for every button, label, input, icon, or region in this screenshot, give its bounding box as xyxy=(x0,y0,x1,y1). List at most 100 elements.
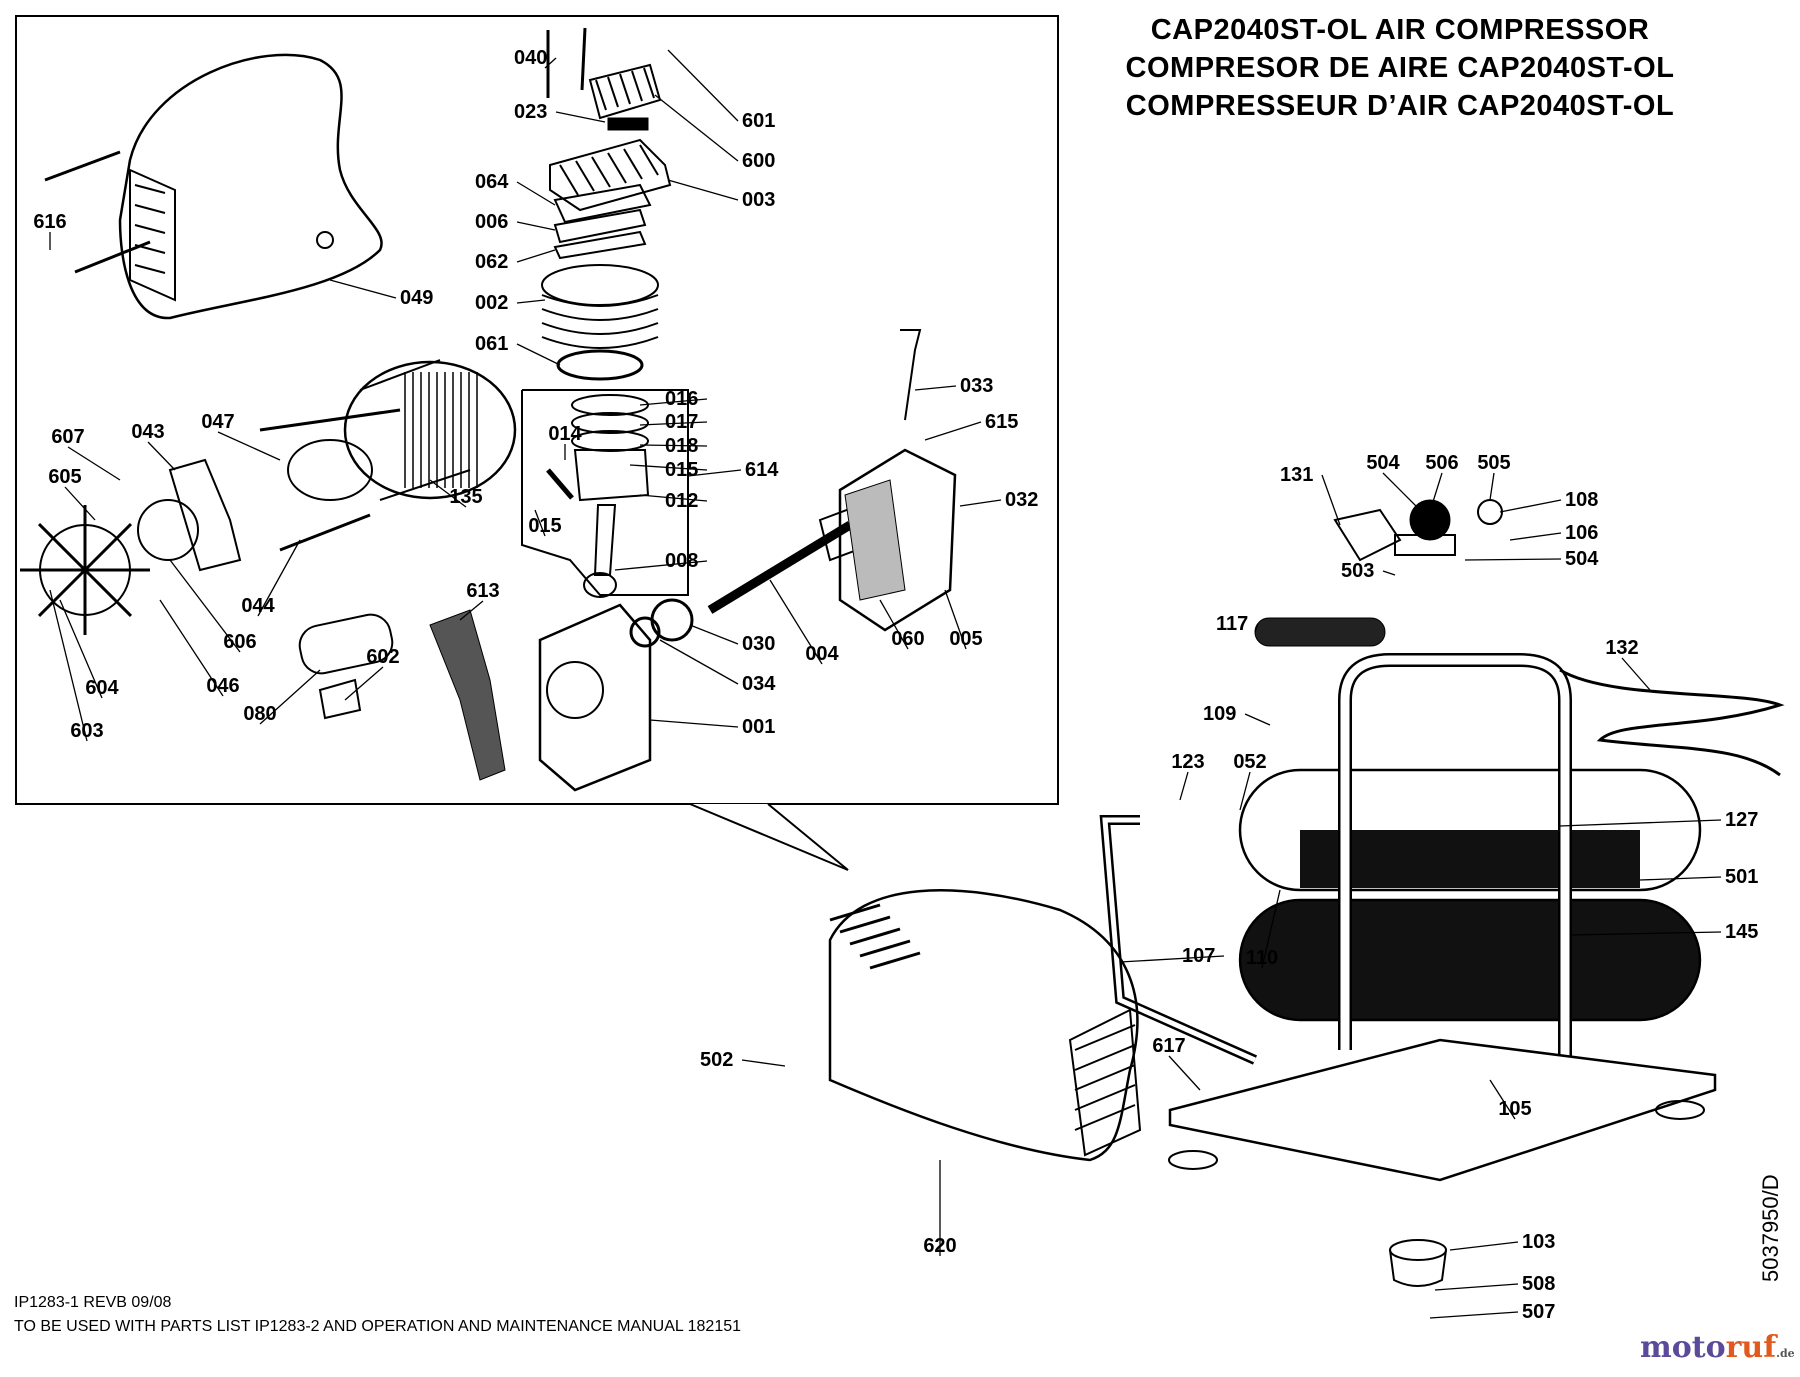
part-label-110: 110 xyxy=(1246,947,1278,969)
leader-line-615 xyxy=(924,421,982,441)
part-label-103: 103 xyxy=(1522,1231,1555,1253)
through-bolt xyxy=(259,408,401,432)
leader-line-504 xyxy=(1382,472,1421,511)
pump-fin xyxy=(839,915,891,934)
leader-line-105 xyxy=(1489,1079,1516,1120)
leader-line-106 xyxy=(1509,532,1562,541)
part-label-023: 023 xyxy=(514,101,547,123)
part-label-502: 502 xyxy=(700,1049,733,1071)
part-label-049: 049 xyxy=(400,287,433,309)
leader-line-505 xyxy=(1489,472,1495,501)
gasket-064 xyxy=(553,183,652,224)
grille-slat xyxy=(1074,1104,1136,1131)
title-english: CAP2040ST-OL AIR COMPRESSOR xyxy=(1150,14,1650,46)
part-label-018: 018 xyxy=(665,435,698,457)
pump-fin xyxy=(859,939,911,958)
leader-line-132 xyxy=(1621,657,1651,691)
cylinder-002-top xyxy=(541,264,659,306)
leader-line-107 xyxy=(1119,955,1225,963)
part-label-601: 601 xyxy=(742,110,775,132)
part-label-046: 046 xyxy=(206,675,239,697)
leader-line-044 xyxy=(257,539,301,617)
part-label-605: 605 xyxy=(48,466,81,488)
part-label-002: 002 xyxy=(475,292,508,314)
part-label-508: 508 xyxy=(1522,1273,1555,1295)
leader-line-601 xyxy=(667,49,739,122)
leader-line-049 xyxy=(329,279,397,299)
upper-tank-501 xyxy=(1238,768,1702,892)
leader-line-127 xyxy=(1559,819,1722,827)
part-label-005: 005 xyxy=(949,628,982,650)
leader-line-613 xyxy=(459,600,484,621)
leader-line-015 xyxy=(629,464,708,471)
part-label-064: 064 xyxy=(475,171,509,193)
crankcase-001 xyxy=(538,603,652,792)
foot-103-top xyxy=(1389,1239,1447,1261)
crankcase-bore xyxy=(546,661,604,719)
manifold xyxy=(1394,534,1456,556)
leader-line-603 xyxy=(49,589,88,742)
piston-ring xyxy=(571,412,649,434)
leader-line-002 xyxy=(516,299,546,304)
leader-line-005 xyxy=(944,589,967,650)
hose-117 xyxy=(1254,617,1386,647)
foot-left xyxy=(1168,1150,1218,1170)
part-label-507: 507 xyxy=(1522,1301,1555,1323)
revision-note: IP1283-1 REVB 09/08 xyxy=(14,1294,172,1311)
foot-103 xyxy=(1389,1249,1447,1287)
leader-line-600 xyxy=(654,94,739,162)
dipstick-033 xyxy=(900,329,922,421)
leader-line-034 xyxy=(659,639,739,685)
shroud-620-grille xyxy=(1068,1008,1142,1157)
screw-616-a xyxy=(44,150,121,182)
end-bell-043 xyxy=(168,458,242,572)
part-label-033: 033 xyxy=(960,375,993,397)
leader-line-080 xyxy=(259,669,321,725)
shroud-screw-hole xyxy=(316,231,334,249)
part-label-117: 117 xyxy=(1216,613,1248,635)
part-label-014: 014 xyxy=(548,423,582,445)
cylinder-fin xyxy=(541,322,659,335)
leader-line-064 xyxy=(516,181,556,206)
pump-fin xyxy=(829,903,881,922)
bearing-606 xyxy=(137,499,199,561)
regulator-505 xyxy=(1477,499,1503,525)
grille-slat xyxy=(134,224,166,234)
connecting-rod-008 xyxy=(593,504,617,576)
leader-line-602 xyxy=(344,666,384,701)
parts-list-note: TO BE USED WITH PARTS LIST IP1283-2 AND … xyxy=(14,1318,742,1335)
leader-line-135 xyxy=(429,479,467,508)
detail-frame xyxy=(15,15,1059,805)
capacitor-strap-602 xyxy=(318,678,362,720)
o-ring-061 xyxy=(556,349,644,381)
foot-right xyxy=(1655,1100,1705,1120)
head-fin xyxy=(607,152,627,184)
rotor-047 xyxy=(287,439,373,501)
discharge-tube-inner xyxy=(1102,817,1257,1063)
title-spanish: COMPRESOR DE AIRE CAP2040ST-OL xyxy=(1125,52,1675,84)
detail-pointer xyxy=(689,803,849,871)
leader-line-607 xyxy=(67,446,121,481)
part-label-044: 044 xyxy=(241,595,275,617)
leader-line-023 xyxy=(555,111,606,123)
leader-line-062 xyxy=(516,249,556,263)
part-label-607: 607 xyxy=(51,426,84,448)
fan-blade xyxy=(83,522,133,572)
part-label-109: 109 xyxy=(1203,703,1236,725)
valve-plate-006 xyxy=(553,208,647,244)
part-label-032: 032 xyxy=(1005,489,1038,511)
part-label-043: 043 xyxy=(131,421,164,443)
heat-sink-fin xyxy=(619,73,631,105)
grille-slat xyxy=(1074,1084,1136,1111)
fan-blade xyxy=(37,522,87,572)
part-label-015: 015 xyxy=(528,515,561,537)
base-plate xyxy=(1168,1038,1717,1182)
leader-line-504 xyxy=(1464,558,1562,561)
seal-034 xyxy=(629,616,661,648)
part-label-062: 062 xyxy=(475,251,508,273)
leader-line-003 xyxy=(667,179,739,201)
part-label-615: 615 xyxy=(985,411,1018,433)
part-label-017: 017 xyxy=(665,411,698,433)
part-label-606: 606 xyxy=(223,631,256,653)
part-label-503: 503 xyxy=(1341,560,1374,582)
